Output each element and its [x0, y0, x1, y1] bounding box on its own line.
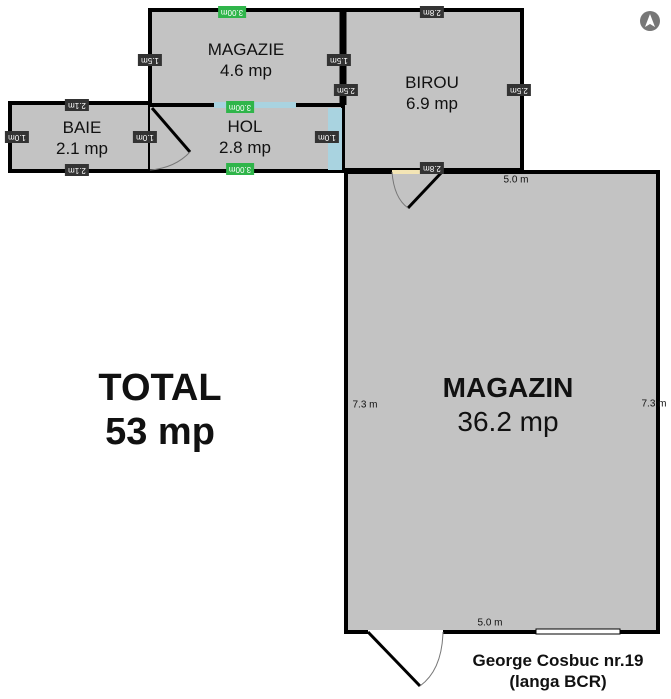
dim-hol-bottom: 3.00m — [225, 163, 255, 175]
dim-magazin-top: 5.0 m — [503, 174, 529, 186]
room-magazin — [344, 170, 660, 634]
door-baie — [150, 107, 192, 153]
dim-birou-left: 2.5m — [334, 84, 358, 96]
dim-baie-bottom: 2.1m — [65, 164, 89, 176]
dim-birou-bottom: 2.8m — [420, 162, 444, 174]
room-birou — [341, 8, 524, 172]
dim-birou-top: 2.8m — [420, 6, 444, 18]
dim-magazie-left: 1.5m — [138, 54, 162, 66]
opening-magazie-hol — [214, 102, 296, 108]
dim-magazin-bottom: 5.0 m — [477, 617, 503, 629]
north-arrow-icon — [640, 11, 660, 31]
address: George Cosbuc nr.19(langa BCR) — [472, 651, 644, 691]
dim-magazie-top: 3.00m — [217, 6, 247, 18]
window — [535, 628, 621, 635]
dim-birou-right: 2.5m — [507, 84, 531, 96]
entrance-opening — [368, 630, 443, 635]
dim-hol-top: 3.00m — [225, 101, 255, 113]
door-birou-opening — [392, 170, 442, 174]
dim-magazin-left: 7.3 m — [352, 399, 378, 411]
dim-hol-right: 1.0m — [315, 131, 339, 143]
entrance-door — [366, 630, 422, 688]
dim-baie-left: 1.0m — [5, 131, 29, 143]
dim-magazie-right: 1.5m — [327, 54, 351, 66]
dim-magazin-right: 7.3 m — [641, 398, 667, 410]
room-hol — [148, 103, 345, 173]
dim-baie-right: 1.0m — [133, 131, 157, 143]
door-birou — [406, 170, 444, 210]
dim-baie-top: 2.1m — [65, 99, 89, 111]
